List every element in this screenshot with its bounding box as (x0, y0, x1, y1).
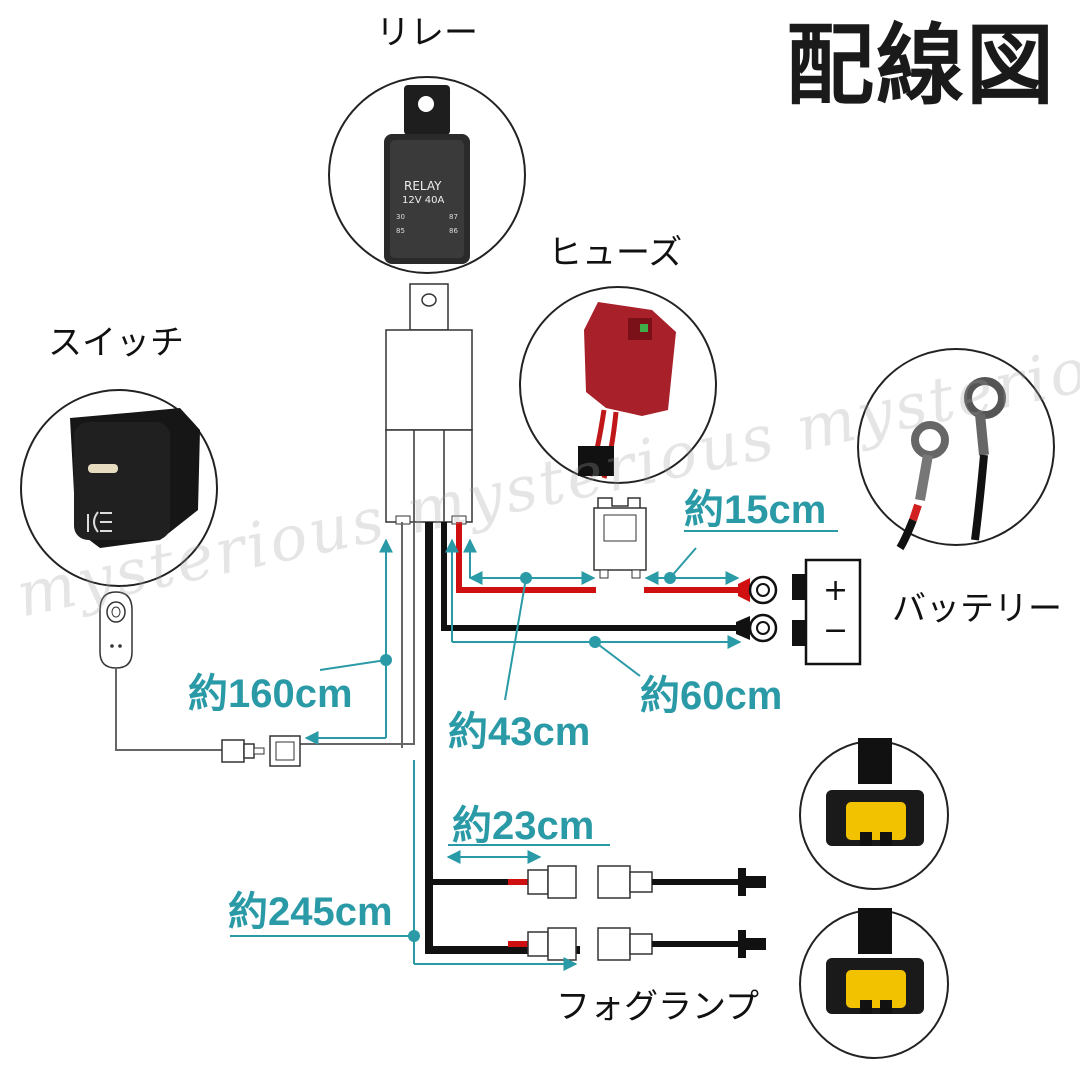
relay-pin-30: 30 (396, 213, 405, 221)
page-title: 配線図 (786, 14, 1057, 117)
fuse-holder (593, 497, 647, 579)
switch-photo-icon (20, 389, 218, 587)
fog-lamp-label: フォグランプ (556, 987, 759, 1027)
fog-connector-photo-icon (799, 738, 949, 890)
relay-pin-85: 85 (396, 227, 405, 235)
fuse-label: ヒューズ (548, 233, 683, 273)
relay-body (385, 283, 473, 525)
switch-connectors (221, 735, 301, 767)
battery-minus: − (823, 613, 849, 648)
measure-43cm: 約43cm (448, 710, 591, 754)
fuse-photo-icon (519, 286, 717, 484)
switch-label: スイッチ (48, 323, 184, 363)
battery-plus: + (823, 573, 849, 608)
battery-label: バッテリー (892, 589, 1062, 629)
measure-245cm: 約245cm (228, 890, 393, 934)
relay-pin-86: 86 (449, 227, 458, 235)
measure-23cm: 約23cm (452, 804, 595, 848)
relay-pin-87: 87 (449, 213, 458, 221)
measure-15cm: 約15cm (684, 488, 827, 532)
ring-terminals (736, 575, 778, 643)
measurement-dots (380, 572, 676, 942)
battery (792, 558, 862, 666)
relay-face-rating: 12V 40A (402, 195, 445, 206)
measure-160cm: 約160cm (188, 672, 353, 716)
relay-face-name: RELAY (404, 179, 442, 193)
fog-plug-connectors (527, 865, 766, 961)
fog-connector-photo-2-icon (799, 908, 949, 1059)
terminal-photo-icon (857, 348, 1055, 551)
relay-photo-icon (328, 76, 526, 274)
measurement-lines (230, 530, 838, 971)
measure-60cm: 約60cm (640, 674, 783, 718)
switch-pendant (99, 591, 133, 669)
relay-label: リレー (376, 13, 478, 53)
